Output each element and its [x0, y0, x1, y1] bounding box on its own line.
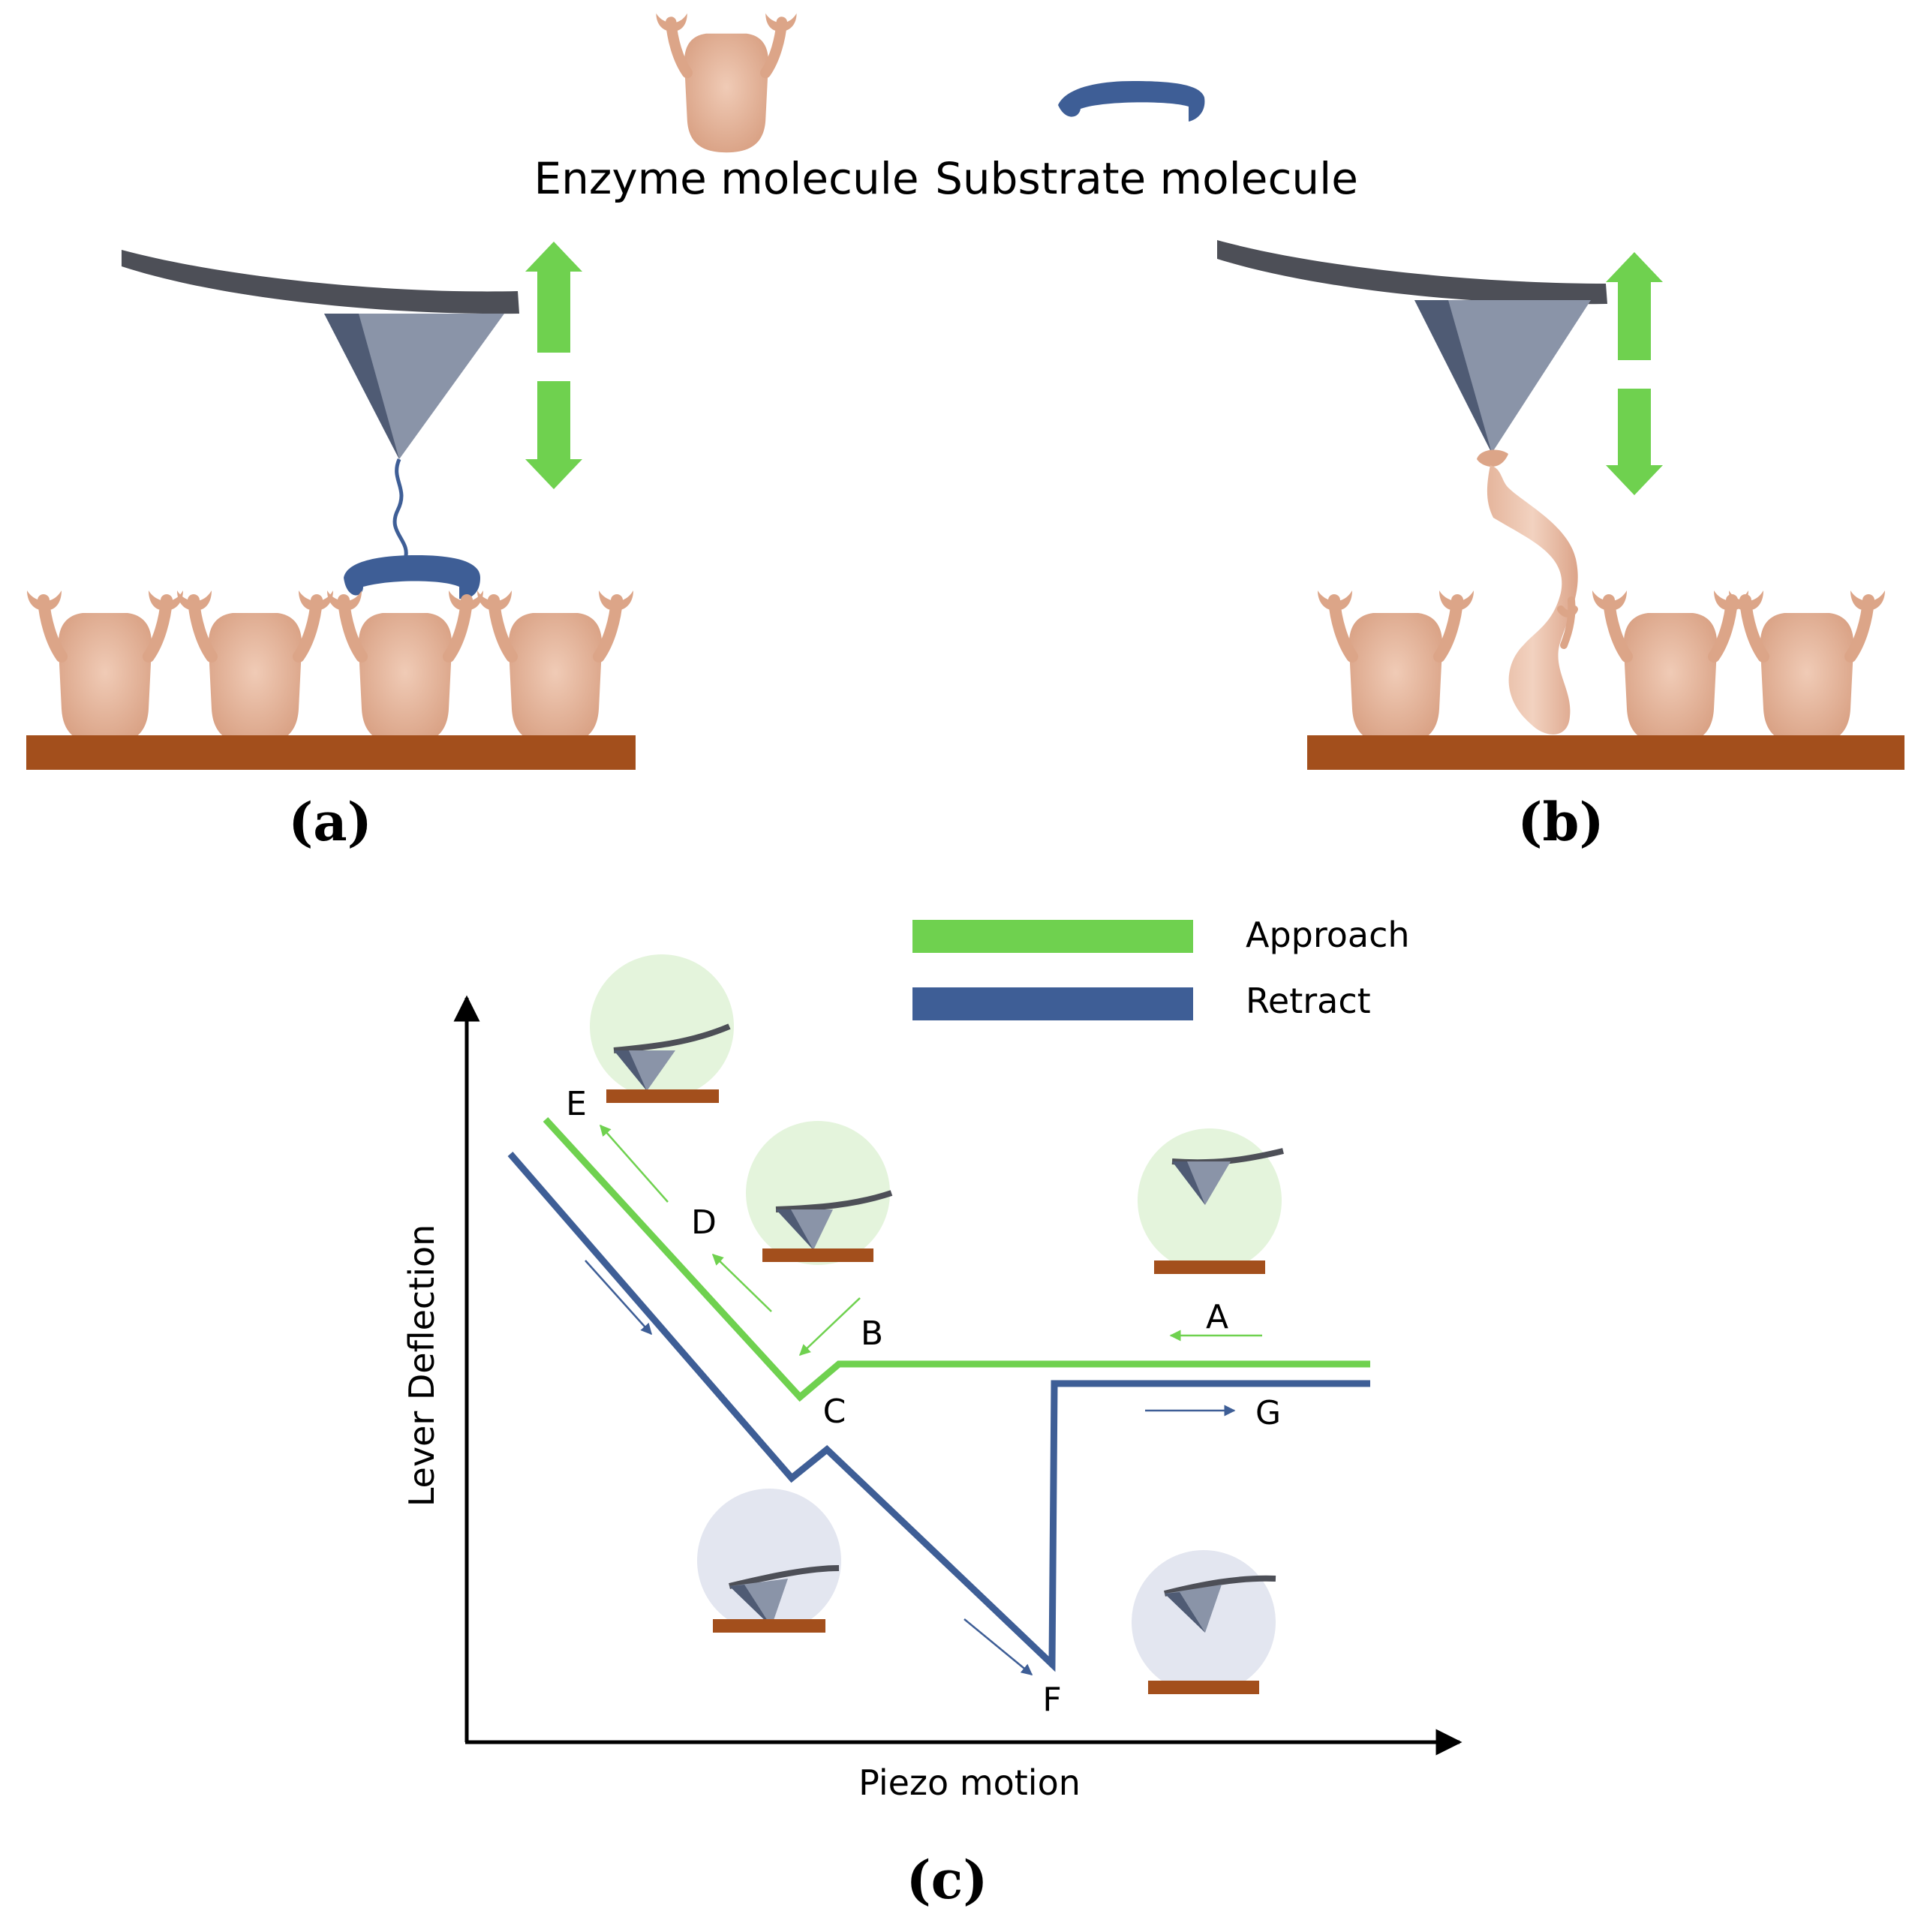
substrate-molecule-bound: [344, 555, 480, 599]
enzyme-b3: [1729, 590, 1885, 745]
direction-arrow-b: [798, 1297, 861, 1357]
inset-e-contact: [590, 954, 734, 1103]
point-label-b: B: [861, 1315, 883, 1353]
surface-b: [1307, 735, 1904, 770]
direction-arrow-f: [964, 1618, 1033, 1675]
y-axis-label: Lever Deflection: [401, 1224, 442, 1507]
enzyme-a3: [327, 590, 483, 745]
vertical-motion-arrow-b: [1606, 252, 1663, 495]
enzyme-legend-label: Enzyme molecule: [534, 153, 918, 204]
enzyme-a4: [477, 590, 633, 745]
retract-curve: [507, 1152, 1370, 1672]
legend-approach-label: Approach: [1246, 915, 1410, 955]
direction-arrow-d: [711, 1253, 772, 1312]
enzyme-b1: [1318, 590, 1474, 745]
substrate-legend-icon: [1058, 81, 1205, 122]
point-label-e: E: [566, 1085, 587, 1123]
enzyme-a1: [27, 590, 183, 745]
vertical-motion-arrow-a: [525, 242, 582, 489]
cantilever-b: [1217, 240, 1607, 305]
inset-retract-adhesion: [697, 1489, 841, 1633]
point-label-f: F: [1042, 1681, 1061, 1719]
panel-a: (a): [26, 242, 636, 853]
panel-b-label: (b): [1517, 791, 1604, 853]
panel-b: (b): [1217, 240, 1904, 853]
stretched-enzyme: [1477, 449, 1578, 735]
inset-a-free: [1138, 1128, 1284, 1274]
panel-c: Approach Retract Lever Deflection Piezo …: [401, 915, 1463, 1911]
inset-retract-release: [1132, 1550, 1276, 1694]
tether-linker: [392, 458, 427, 569]
surface-a: [26, 735, 636, 770]
panel-c-label: (c): [906, 1849, 988, 1911]
x-axis-label: Piezo motion: [858, 1762, 1081, 1803]
panel-a-label: (a): [288, 791, 372, 853]
point-label-c: C: [823, 1393, 846, 1431]
legend-retract-swatch: [912, 987, 1193, 1020]
enzyme-legend-icon: [656, 14, 796, 152]
enzyme-b2: [1592, 590, 1748, 745]
direction-arrow-retract-down: [585, 1260, 653, 1336]
point-label-d: D: [691, 1203, 717, 1242]
point-label-g: G: [1255, 1394, 1281, 1432]
enzyme-a2: [177, 590, 333, 745]
legend-approach-swatch: [912, 920, 1193, 953]
cantilever-a: [122, 250, 519, 314]
afm-tip-a: [324, 314, 504, 459]
inset-d-contact: [746, 1121, 893, 1265]
substrate-legend-label: Substrate molecule: [935, 153, 1358, 204]
legend-retract-label: Retract: [1246, 981, 1371, 1021]
direction-arrow-e: [600, 1124, 669, 1203]
approach-curve: [543, 1116, 1370, 1402]
point-label-a: A: [1206, 1298, 1228, 1336]
